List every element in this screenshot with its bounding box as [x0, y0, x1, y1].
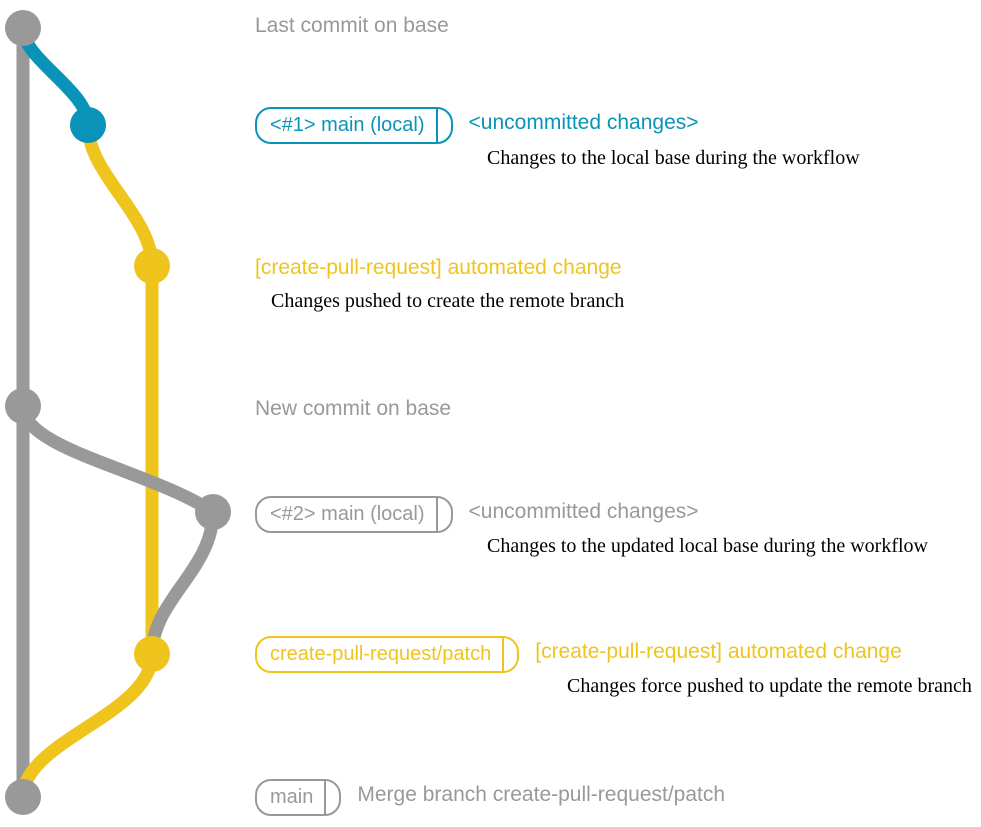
commit-description-4: Changes force pushed to update the remot… [567, 675, 972, 697]
branch-pill-main-local-2[interactable]: <#2> main (local) [255, 496, 453, 533]
commit-message-automated-change-2: [create-pull-request] automated change [535, 640, 902, 663]
commit-entry-local-1: <#1> main (local) <uncommitted changes> [255, 107, 699, 144]
base-updated-merge-line [145, 505, 220, 661]
branch-pill-main[interactable]: main [255, 779, 342, 816]
commit-entry-remote-patch: create-pull-request/patch [create-pull-r… [255, 636, 902, 673]
commit-node-n1[interactable] [5, 10, 41, 46]
commit-message-uncommitted-changes-2: <uncommitted changes> [468, 500, 699, 523]
commit-message-automated-change-1: [create-pull-request] automated change [255, 256, 622, 279]
commit-description-3: Changes to the updated local base during… [487, 535, 928, 557]
commit-node-n7[interactable] [5, 779, 41, 815]
commit-node-n6[interactable] [134, 636, 170, 672]
branch-pill-create-pull-request-patch[interactable]: create-pull-request/patch [255, 636, 520, 673]
commit-description-2: Changes pushed to create the remote bran… [271, 290, 625, 312]
commit-node-n5[interactable] [195, 494, 231, 530]
branch-pill-main-local-1[interactable]: <#1> main (local) [255, 107, 453, 144]
commit-description-1: Changes to the local base during the wor… [487, 147, 860, 169]
base-updated-branch-line [16, 399, 220, 519]
remote-branch-line-1 [81, 118, 159, 273]
commit-entry-main-merge: main Merge branch create-pull-request/pa… [255, 779, 725, 816]
commit-node-n3[interactable] [134, 248, 170, 284]
commit-message-new-commit-on-base: New commit on base [255, 397, 452, 420]
commit-message-uncommitted-changes-1: <uncommitted changes> [468, 111, 699, 134]
commit-node-n2[interactable] [70, 107, 106, 143]
commit-entry-local-2: <#2> main (local) <uncommitted changes> [255, 496, 699, 533]
remote-merge-line [16, 647, 159, 804]
commit-message-last-commit-on-base: Last commit on base [255, 14, 449, 37]
commit-message-merge-branch: Merge branch create-pull-request/patch [357, 783, 726, 806]
commit-node-n4[interactable] [5, 388, 41, 424]
